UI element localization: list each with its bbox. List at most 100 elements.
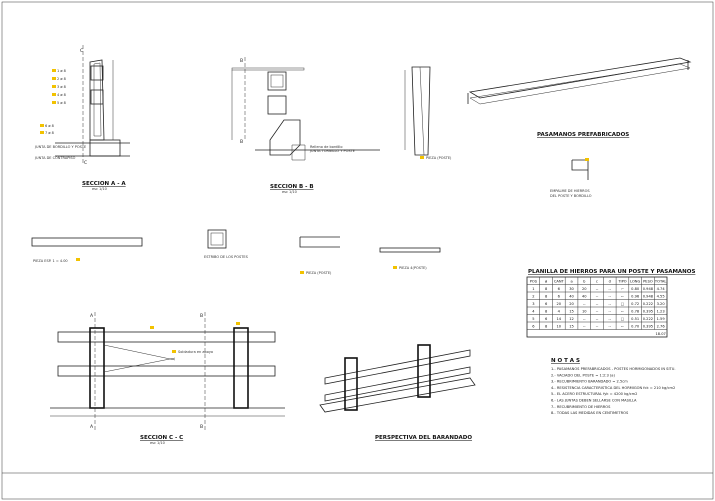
table-cell: --: [583, 302, 586, 306]
note-item: 3.- RECUBRIMIENTO BARANDADO = 2.5cm: [551, 380, 628, 384]
bb-label-fill: Relleno de bordillo: [310, 145, 343, 149]
table-cell: --: [608, 317, 611, 321]
aa-label-5: 5 ø 8: [57, 101, 66, 105]
table-cell: 3: [532, 302, 534, 306]
table-header-cell: a: [570, 279, 572, 283]
table-cell: 1: [532, 287, 534, 291]
table-cell: 0.395: [643, 324, 653, 328]
table-header-cell: TIPO: [617, 279, 626, 283]
table-header-cell: POS: [530, 279, 538, 283]
table-header-cell: c: [596, 279, 598, 283]
notes-list: 1.- PASAMANOS PREFABRICADOS - POSTES HOR…: [551, 367, 675, 415]
table-cell: 14: [557, 317, 562, 321]
table-cell: --: [596, 317, 599, 321]
table-cell: 0.948: [643, 294, 654, 298]
table-cell: --: [596, 287, 599, 291]
table-cell: 5: [532, 317, 534, 321]
section-cc-scale: esc 1/10: [150, 441, 165, 445]
cut-mark-b2-top: B: [200, 313, 203, 319]
table-cell: 0.51: [631, 317, 639, 321]
table-cell: --: [608, 309, 611, 313]
table-cell: 12: [569, 317, 574, 321]
table-header-cell: CANT: [554, 279, 565, 283]
table-cell: 6: [558, 287, 561, 291]
table-header-cell: d: [609, 279, 611, 283]
table-header-cell: PESO: [643, 279, 653, 283]
rebar-schedule: PLANILLA DE HIERROS PARA UN POSTE Y PASA…: [526, 269, 695, 338]
table-cell: 15: [569, 324, 574, 328]
table-cell: 15: [569, 309, 574, 313]
table-cell: □: [621, 302, 624, 306]
table-cell: 4: [532, 309, 535, 313]
table-total: 18.07: [655, 332, 665, 336]
table-cell: --: [583, 317, 586, 321]
table-header-cell: TOTAL: [654, 279, 666, 283]
table-header-cell: b: [583, 279, 586, 283]
table-cell: --: [608, 324, 611, 328]
aa-joint-2: JUNTA DE CONTRAPISO: [34, 156, 76, 160]
table-cell: 6: [532, 324, 535, 328]
table-cell: 0.72: [631, 302, 639, 306]
table-cell: --: [596, 294, 599, 298]
section-aa-title: SECCION A - A: [82, 181, 126, 187]
table-cell: --: [608, 294, 611, 298]
aa-label-1: 1 ø 8: [57, 69, 66, 73]
table-cell: 40: [582, 294, 587, 298]
table-cell: --: [583, 324, 586, 328]
cut-mark-c-bottom: C: [84, 160, 87, 166]
table-cell: ⌐: [621, 287, 624, 291]
aa-label-3: 3 ø 8: [57, 85, 66, 89]
table-cell: 4: [558, 309, 561, 313]
table-cell: 0.222: [643, 302, 653, 306]
precast-rails: PASAMANOS PREFABRICADOS: [467, 57, 692, 138]
cc-weld-label: Soldadura en apoyo: [178, 350, 213, 354]
table-cell: 1.23: [657, 309, 665, 313]
note-item: 8.- TODAS LAS MEDIDAS EN CENTIMETROS: [551, 411, 629, 415]
table-cell: 6: [558, 294, 561, 298]
table-cell: 20: [557, 302, 562, 306]
table-cell: --: [596, 302, 599, 306]
table-cell: 0.96: [631, 294, 640, 298]
table-cell: 0.80: [631, 287, 640, 291]
table-cell: 8: [545, 287, 548, 291]
junction-detail: EMPALME DE HIERROS DEL POSTE Y BORDILLO: [550, 158, 592, 198]
cut-mark-a-top: A: [90, 313, 94, 319]
perspective-view: PERSPECTIVA DEL BARANDADO: [319, 344, 476, 441]
section-bb-scale: esc 1/10: [282, 190, 297, 194]
junction-line-2: DEL POSTE Y BORDILLO: [550, 194, 592, 198]
table-cell: 20: [582, 287, 587, 291]
table-cell: □: [621, 317, 624, 321]
table-cell: 4.55: [657, 294, 665, 298]
notes-title: N O T A S: [551, 358, 580, 364]
aa-label-4: 4 ø 8: [57, 93, 66, 97]
stirrup-label: ESTRIBO DE LOS POSTES: [204, 255, 249, 259]
aa-label-2: 2 ø 8: [57, 77, 66, 81]
table-cell: ⌐: [621, 324, 624, 328]
note-item: 5.- EL ACERO ESTRUCTURAL fyk = 4200 kg/c…: [551, 392, 637, 396]
table-cell: 8: [545, 294, 548, 298]
cut-mark-b2-bottom: B: [200, 424, 203, 430]
table-cell: 0.78: [631, 309, 640, 313]
precast-title: PASAMANOS PREFABRICADOS: [537, 132, 629, 138]
table-cell: 1.59: [657, 317, 666, 321]
bb-label-joint: JUNTA TORNILLO Y POSTE: [309, 149, 355, 153]
rail-piece-label: PIEZA ESP. 1 = 4.00: [33, 259, 68, 263]
post-piece-label: PIEZA (POSTE): [426, 156, 452, 160]
table-cell: ⌐: [621, 309, 624, 313]
table-cell: --: [596, 324, 599, 328]
table-cell: 20: [569, 302, 574, 306]
table-header-cell: ø: [545, 279, 548, 283]
table-cell: 6: [545, 302, 548, 306]
table-cell: --: [608, 287, 611, 291]
section-bb-title: SECCION B - B: [270, 184, 314, 190]
table-cell: 0.222: [643, 317, 653, 321]
perspective-title: PERSPECTIVA DEL BARANDADO: [375, 435, 472, 441]
section-cc-title: SECCION C - C: [140, 435, 183, 441]
table-cell: 40: [569, 294, 574, 298]
aa-label-7: 7 ø 8: [45, 131, 54, 135]
post-elevation: PIEZA (POSTE): [404, 66, 452, 160]
section-aa: C C 1 ø 8 2 ø 8 3 ø 8 4 ø 8 5 ø 8 6 ø 8 …: [34, 45, 130, 191]
